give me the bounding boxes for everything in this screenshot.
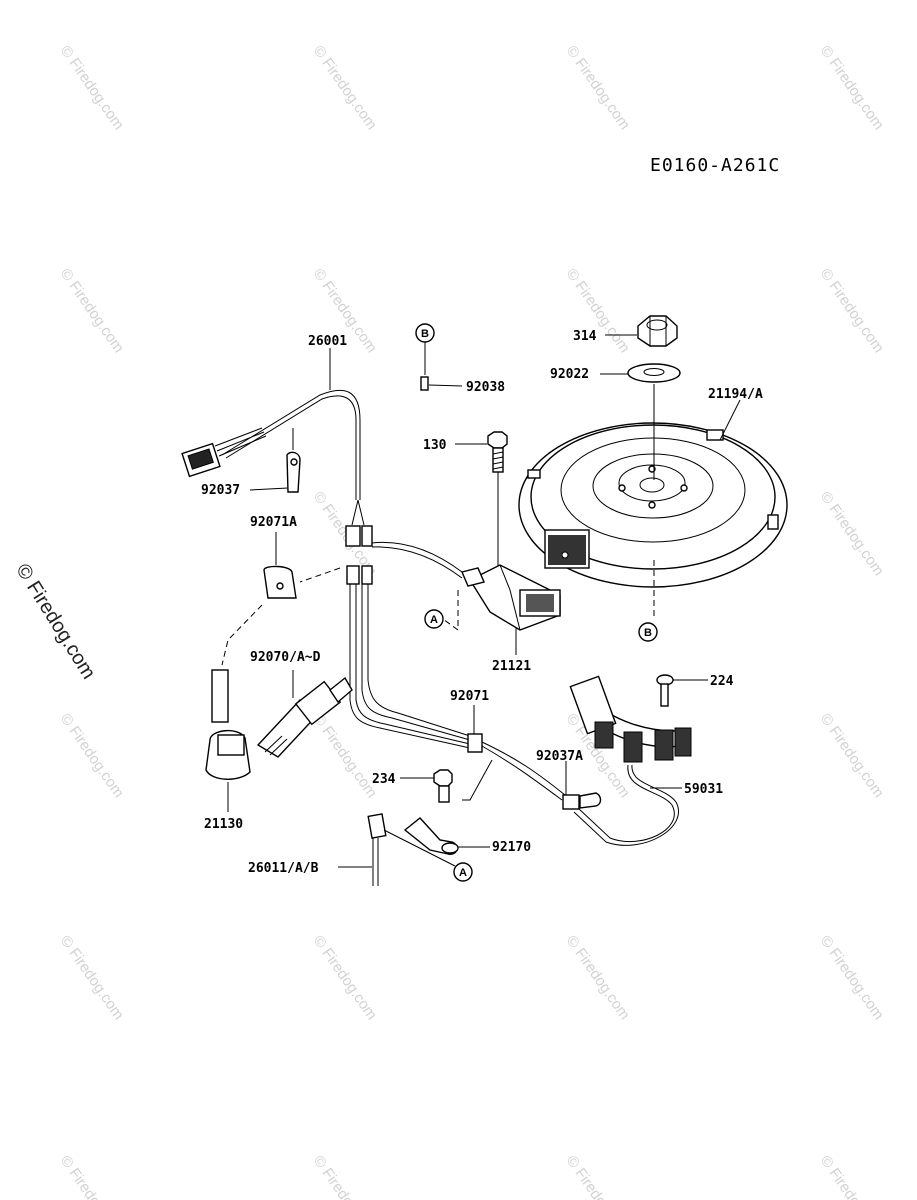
- lower-harness: [346, 565, 566, 801]
- watermark: © Firedog.com: [310, 711, 380, 802]
- spark-plug-cap: [205, 669, 251, 780]
- label-314: 314: [573, 329, 597, 344]
- label-21130: 21130: [204, 817, 243, 832]
- svg-text:A: A: [459, 867, 467, 879]
- exciter-coil: [569, 675, 692, 763]
- watermark: © Firedog.com: [57, 933, 127, 1024]
- spark-plug: [256, 676, 353, 758]
- label-21194: 21194/A: [708, 387, 763, 402]
- label-92170: 92170: [492, 840, 531, 855]
- ignition-coil: [461, 564, 561, 631]
- terminal-92037a: [562, 792, 602, 810]
- ref-a-bottom: A: [453, 862, 473, 882]
- label-130: 130: [423, 438, 447, 453]
- key-92038: [420, 376, 429, 391]
- watermark: © Firedog.com: [57, 266, 127, 357]
- ref-a-left: A: [424, 609, 444, 629]
- nut: [637, 315, 678, 347]
- watermark: © Firedog.com: [57, 43, 127, 134]
- label-92038: 92038: [466, 380, 505, 395]
- svg-text:B: B: [644, 627, 652, 639]
- watermark: © Firedog.com: [57, 711, 127, 802]
- watermark-grid: © Firedog.com © Firedog.com © Firedog.co…: [57, 43, 887, 1200]
- svg-text:B: B: [421, 328, 429, 340]
- ground-lead: [367, 813, 456, 886]
- watermark: © Firedog.com: [563, 933, 633, 1024]
- screw-224: [656, 674, 674, 707]
- wiring-harness: [181, 389, 373, 547]
- bolt-130: [487, 431, 508, 473]
- ref-b-top: B: [415, 323, 435, 343]
- label-92037a: 92037A: [536, 749, 583, 764]
- label-59031: 59031: [684, 782, 723, 797]
- watermark: © Firedog.com: [310, 933, 380, 1024]
- label-92070: 92070/A~D: [250, 650, 321, 665]
- label-26001: 26001: [308, 334, 347, 349]
- watermark: © Firedog.com: [817, 1153, 887, 1200]
- label-224: 224: [710, 674, 734, 689]
- watermark: © Firedog.com: [817, 711, 887, 802]
- watermark: © Firedog.com: [310, 1153, 380, 1200]
- watermark: © Firedog.com: [563, 43, 633, 134]
- watermark: © Firedog.com: [310, 43, 380, 134]
- ground-terminal: [403, 817, 459, 855]
- label-92071a: 92071A: [250, 515, 297, 530]
- bolt-234: [433, 769, 453, 803]
- diagram-code: E0160-A261C: [650, 155, 780, 176]
- label-21121: 21121: [492, 659, 531, 674]
- watermark: © Firedog.com: [817, 933, 887, 1024]
- svg-text:A: A: [430, 614, 438, 626]
- label-92071: 92071: [450, 689, 489, 704]
- label-92037: 92037: [201, 483, 240, 498]
- cap-92071a: [263, 565, 297, 599]
- watermark: © Firedog.com: [817, 43, 887, 134]
- watermark: © Firedog.com: [817, 489, 887, 580]
- flywheel: [518, 422, 788, 588]
- label-92022: 92022: [550, 367, 589, 382]
- terminal-92037: [286, 451, 301, 493]
- ref-b-bottom: B: [638, 622, 658, 642]
- watermark: © Firedog.com: [817, 266, 887, 357]
- washer: [627, 363, 681, 383]
- label-26011: 26011/A/B: [248, 861, 319, 876]
- watermark: © Firedog.com: [57, 1153, 127, 1200]
- label-234: 234: [372, 772, 396, 787]
- watermark: © Firedog.com: [563, 1153, 633, 1200]
